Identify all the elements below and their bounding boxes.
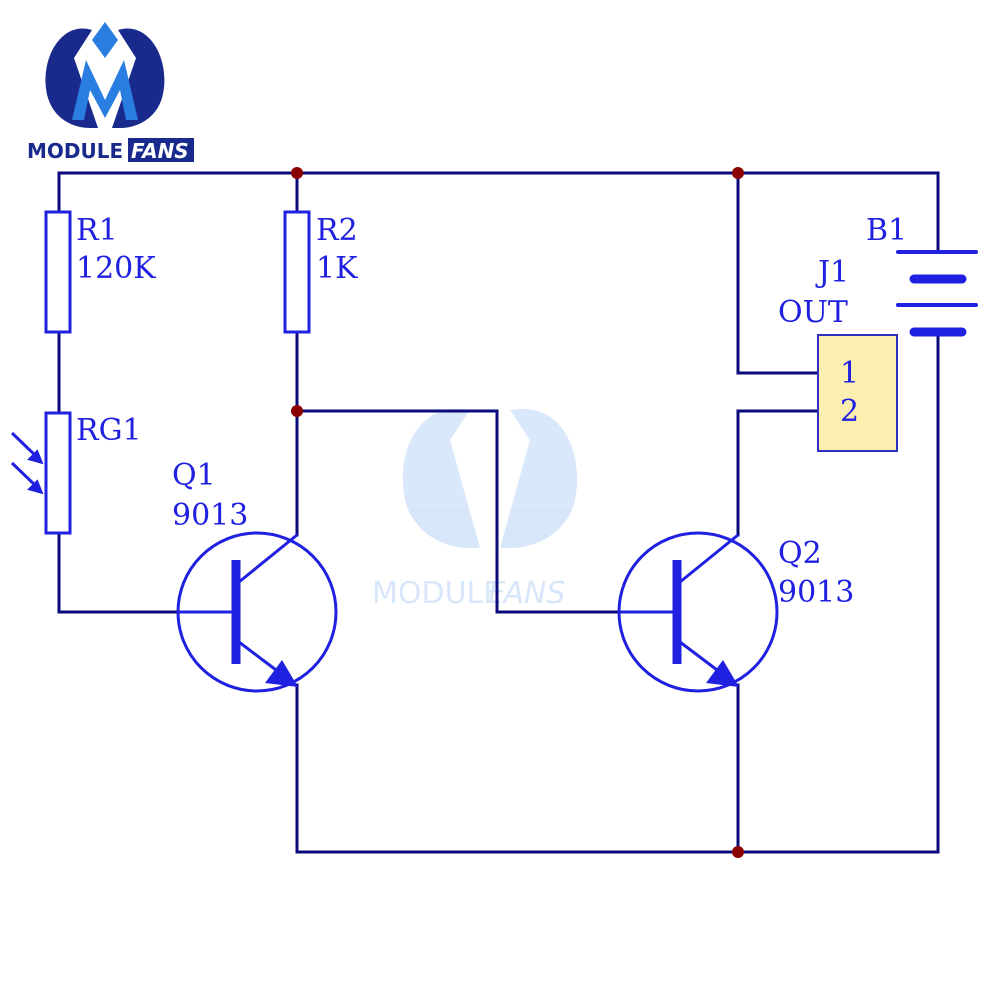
wire-rg1-q1-base: [57, 531, 180, 614]
light-arrows-icon: [10, 431, 44, 495]
logo-text-module: MODULE: [27, 139, 123, 163]
junction-top-j1: [732, 167, 744, 179]
watermark-text-module: MODULE: [372, 576, 502, 611]
q2-collector-lead: [679, 533, 739, 584]
q1-ref-label: Q1: [172, 458, 216, 493]
watermark-emblem: [402, 408, 578, 548]
resistor-r2: R2 1K: [283, 210, 358, 334]
battery-b1: B1: [866, 213, 978, 337]
connector-j1-body: [817, 334, 898, 452]
watermark: MODULE FANS: [372, 408, 578, 611]
wires: [57, 171, 940, 854]
photoresistor-rg1: RG1: [10, 411, 142, 535]
wire-top-j1-pin1: [736, 171, 820, 375]
rg1-ref-label: RG1: [76, 413, 142, 448]
j1-pin1-label: 1: [840, 356, 859, 391]
q1-emitter-arrow-icon: [265, 660, 298, 687]
logo-emblem: [45, 22, 165, 129]
r2-value-label: 1K: [316, 251, 358, 286]
r2-ref-label: R2: [316, 213, 358, 248]
logo-text-fans: FANS: [131, 139, 189, 163]
q2-value-label: 9013: [778, 575, 854, 610]
q1-value-label: 9013: [172, 498, 248, 533]
junction-bottom-q2: [732, 846, 744, 858]
module-fans-logo: MODULE FANS: [27, 22, 194, 163]
logo-m-shape: [72, 60, 138, 120]
logo-diamond-icon: [92, 22, 118, 58]
photoresistor-rg1-body: [44, 411, 72, 535]
junctions: [291, 167, 744, 858]
junction-top-r2: [291, 167, 303, 179]
transistor-q2: Q2 9013: [617, 531, 854, 693]
resistor-r1: R1 120K: [44, 210, 156, 334]
r1-value-label: 120K: [76, 251, 156, 286]
wire-q1c-q2b: [295, 409, 620, 614]
logo-fans-box: [128, 138, 194, 162]
r1-ref-label: R1: [76, 213, 118, 248]
q1-collector-lead: [238, 533, 298, 584]
watermark-text-fans: FANS: [488, 576, 566, 611]
junction-q1-collector: [291, 405, 303, 417]
j1-value-label: OUT: [778, 295, 848, 330]
resistor-r1-body: [44, 210, 72, 334]
q2-ref-label: Q2: [778, 536, 822, 571]
j1-ref-label: J1: [815, 255, 849, 290]
transistor-q1: Q1 9013: [172, 458, 338, 693]
j1-pin2-label: 2: [840, 394, 859, 429]
b1-ref-label: B1: [866, 213, 907, 248]
resistor-r2-body: [283, 210, 311, 334]
wire-j1-pin2-q2c: [736, 409, 820, 537]
connector-j1: 1 2 J1 OUT: [778, 255, 898, 452]
q2-emitter-arrow-icon: [706, 660, 739, 687]
